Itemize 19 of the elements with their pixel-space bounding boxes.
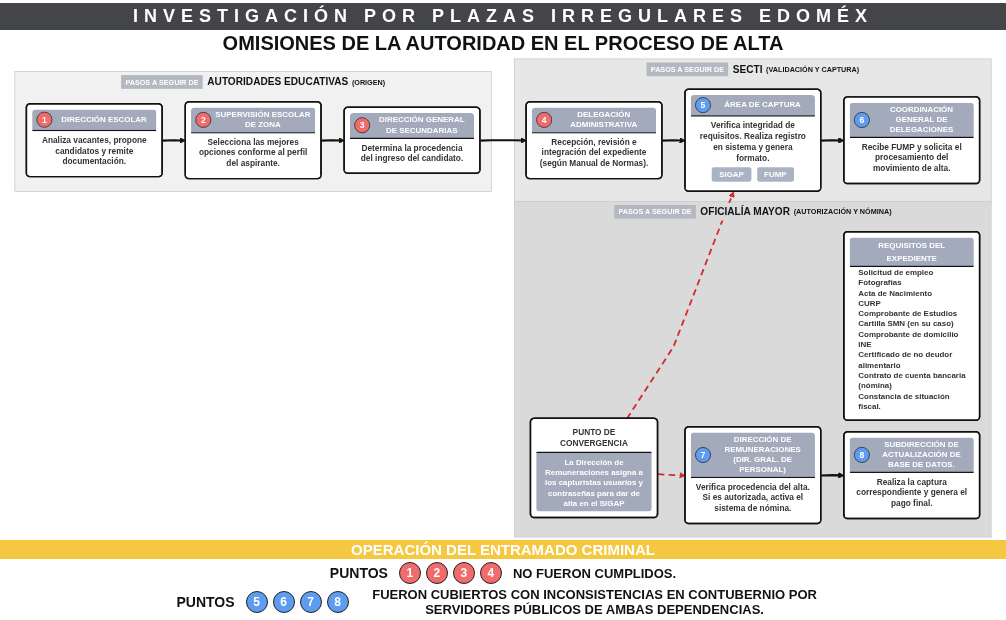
row-label: PUNTOS [176,594,235,610]
number-badge: 1 [398,562,421,584]
arrow [480,137,527,144]
legend-text: FUERON CUBIERTOS CON INCONSISTENCIAS EN CONTUBERNIO POR SERVIDORES PÚBLICOS DE AMBAS DEPENDENCIAS. [371,587,818,617]
title-banner: INVESTIGACIÓN POR PLAZAS IRREGULARES EDOMÉX [0,3,1006,30]
number-badge: 3 [452,562,475,584]
section-banner: OPERACIÓN DEL ENTRAMADO CRIMINAL [0,540,1006,559]
arrow [321,137,345,144]
row-label: PUNTOS [329,565,388,581]
arrow [162,137,186,144]
subtitle: OMISIONES DE LA AUTORIDAD EN EL PROCESO DE ALTA [221,31,785,56]
number-badge: 4 [479,562,502,584]
number-badge: 7 [299,591,322,613]
number-badge: 8 [326,591,349,613]
arrow [626,191,735,420]
number-badge: 6 [272,591,295,613]
legend-text: NO FUERON CUMPLIDOS. [512,565,677,581]
number-badge: 2 [425,562,448,584]
number-badge: 5 [245,591,268,613]
